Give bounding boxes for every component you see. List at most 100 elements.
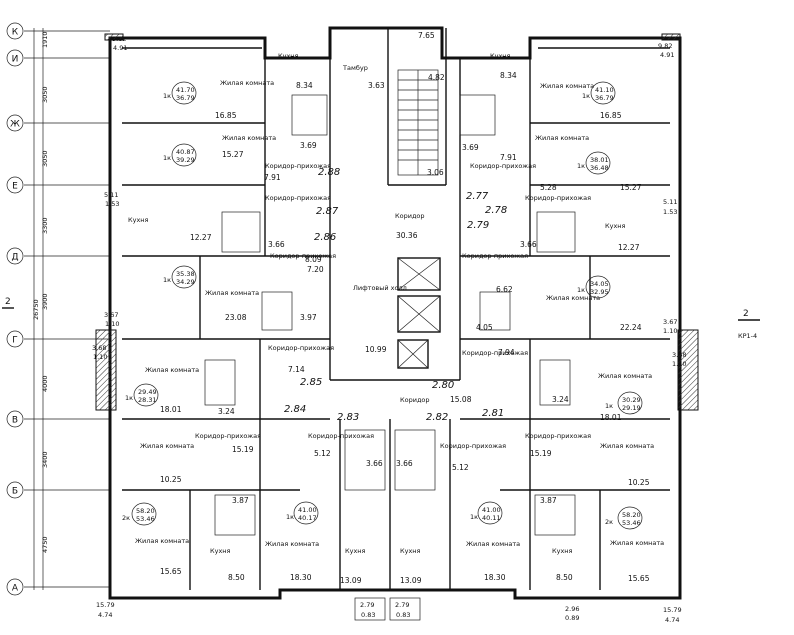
room-label: Жилая комната: [205, 289, 259, 297]
axis-v: В: [12, 416, 18, 426]
svg-text:9.82: 9.82: [658, 42, 672, 50]
svg-text:5.11: 5.11: [663, 198, 677, 206]
svg-text:58.20: 58.20: [136, 507, 155, 515]
svg-text:2.82: 2.82: [426, 412, 448, 423]
axis-zh: Ж: [10, 120, 20, 130]
svg-text:40.11: 40.11: [482, 514, 501, 522]
axis-lines: [24, 28, 110, 590]
svg-text:3.06: 3.06: [427, 168, 444, 177]
svg-text:1к: 1к: [470, 513, 478, 521]
svg-text:0.83: 0.83: [361, 611, 375, 619]
svg-text:29.19: 29.19: [622, 404, 641, 412]
svg-text:3.68: 3.68: [92, 344, 106, 352]
svg-text:1.10: 1.10: [93, 353, 107, 361]
room-area: 15.65: [160, 567, 182, 576]
svg-text:2: 2: [743, 309, 749, 319]
svg-text:2.80: 2.80: [432, 380, 454, 391]
room-label: Коридор-прихожая: [470, 162, 536, 170]
svg-text:4.05: 4.05: [476, 323, 493, 332]
room-label: Жилая комната: [535, 134, 589, 142]
room-area: 18.01: [600, 413, 622, 422]
room-label: Коридор-прихожая: [462, 349, 528, 357]
room-label: Жилая комната: [222, 134, 276, 142]
room-label: Тамбур: [342, 64, 368, 72]
svg-text:29.49: 29.49: [138, 388, 157, 396]
dim-total: 26750: [32, 299, 40, 320]
room-area: 12.27: [618, 243, 640, 252]
room-label: Коридор: [400, 396, 430, 404]
apartment-tag: 1к 29.49 28.31: [125, 383, 159, 407]
dim-g-v: 4000: [41, 375, 49, 392]
room-area: 16.85: [600, 111, 622, 120]
room-label: Жилая комната: [540, 82, 594, 90]
room-label: Жилая комната: [600, 442, 654, 450]
room-label: Жилая комната: [546, 294, 600, 302]
room-label: Коридор-прихожая: [195, 432, 261, 440]
room-area: 18.30: [484, 573, 506, 582]
room-area: 7.91: [264, 173, 281, 182]
axis-markers: К И Ж Е Д Г В Б А: [6, 22, 24, 596]
svg-text:3.66: 3.66: [520, 240, 537, 249]
svg-text:1к: 1к: [286, 513, 294, 521]
svg-text:4.74: 4.74: [665, 616, 679, 624]
svg-text:1к: 1к: [605, 402, 613, 410]
balcony-labels: 9.82 4.91 9.82 4.91 5.11 1.53 5.11 1.53 …: [92, 35, 686, 624]
axis-b: Б: [12, 487, 18, 497]
svg-text:2: 2: [5, 297, 11, 307]
section-mark-left: 2: [2, 297, 14, 309]
svg-text:34.29: 34.29: [176, 278, 195, 286]
axis-e: Е: [12, 182, 18, 192]
room-area: 7.14: [288, 365, 305, 374]
room-label: Кухня: [605, 222, 626, 230]
svg-text:2.83: 2.83: [337, 412, 359, 423]
axis-k: К: [12, 28, 19, 38]
room-area: 8.09: [305, 255, 322, 264]
svg-text:3.67: 3.67: [663, 318, 677, 326]
svg-text:3.87: 3.87: [232, 496, 249, 505]
room-label: Жилая комната: [140, 442, 194, 450]
axis-d: Д: [11, 253, 18, 263]
room-label: Коридор-прихожая: [462, 252, 528, 260]
svg-text:32.95: 32.95: [590, 288, 609, 296]
svg-text:34.05: 34.05: [590, 280, 609, 288]
svg-text:1.10: 1.10: [672, 360, 686, 368]
room-area: 13.09: [400, 576, 422, 585]
svg-text:2.79: 2.79: [467, 220, 489, 231]
svg-text:4.91: 4.91: [113, 44, 127, 52]
apartment-tag: 2к 58.20 53.46: [122, 502, 157, 526]
apartment-tag: 1к 35.38 34.29: [163, 265, 197, 289]
room-label: Жилая комната: [145, 366, 199, 374]
dim-v-b: 3400: [41, 451, 49, 468]
axis-dimensions: 1910 3050 3050 3300 3900 4000 3400 4750 …: [32, 31, 49, 553]
svg-text:36.79: 36.79: [176, 94, 195, 102]
room-label: Коридор-прихожая: [525, 194, 591, 202]
svg-text:1к: 1к: [577, 162, 585, 170]
outer-walls: [95, 26, 699, 600]
room-label: Жилая комната: [466, 540, 520, 548]
bathroom-fixtures: [204, 94, 576, 536]
room-label: Кухня: [400, 547, 421, 555]
svg-text:36.79: 36.79: [595, 94, 614, 102]
room-label: Жилая комната: [135, 537, 189, 545]
svg-text:3.24: 3.24: [218, 407, 235, 416]
svg-text:41.00: 41.00: [298, 506, 317, 514]
apartment-tag: 1к 41.70 36.79: [163, 81, 197, 105]
svg-text:2.79: 2.79: [360, 601, 374, 609]
svg-text:4.74: 4.74: [98, 611, 112, 619]
room-area: 5.12: [452, 463, 469, 472]
room-label: Лифтовый холл: [353, 284, 407, 292]
room-area: 30.36: [396, 231, 418, 240]
svg-text:40.17: 40.17: [298, 514, 317, 522]
svg-text:2.87: 2.87: [316, 206, 339, 217]
apartment-tag: 1к 41.10 36.79: [582, 81, 616, 105]
room-area: 15.65: [628, 574, 650, 583]
svg-text:2к: 2к: [605, 518, 613, 526]
svg-text:38.01: 38.01: [590, 156, 609, 164]
room-label: Кухня: [128, 216, 149, 224]
room-area: 5.12: [314, 449, 331, 458]
room-area: 5.28: [540, 183, 557, 192]
room-area: 10.99: [365, 345, 387, 354]
svg-text:2.85: 2.85: [300, 377, 322, 388]
room-label: Кухня: [345, 547, 366, 555]
room-area: 15.08: [450, 395, 472, 404]
